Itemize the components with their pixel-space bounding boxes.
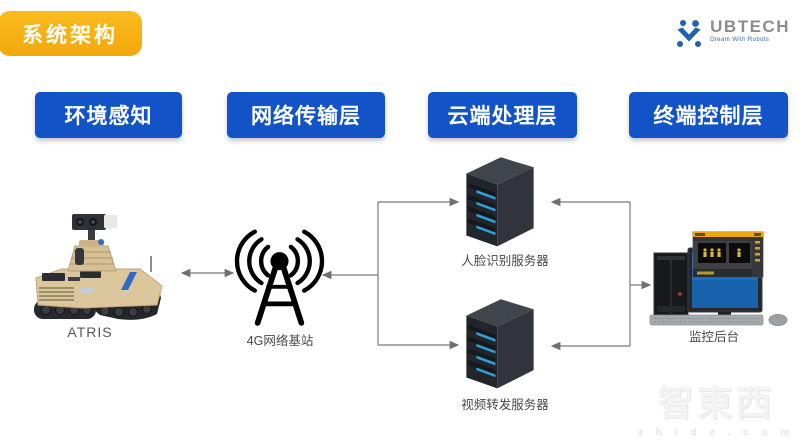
- layer-label: 终端控制层: [653, 105, 764, 128]
- slide-title: 系统架构: [22, 23, 118, 47]
- workstation-icon: [649, 231, 788, 326]
- watermark-name: 智東西: [657, 382, 775, 423]
- robot-label: ATRIS: [67, 324, 113, 340]
- layer-label: 云端处理层: [447, 105, 558, 128]
- watermark-domain: z h i d x . c o m: [637, 427, 794, 438]
- ubtech-tagline: Dream With Robots: [710, 37, 770, 43]
- face-server-label: 人脸识别服务器: [461, 254, 549, 268]
- layer-label: 网络传输层: [251, 105, 361, 128]
- slide-title-badge: 系统架构: [0, 11, 142, 56]
- layer-label: 环境感知: [64, 105, 153, 128]
- layer-box-terminal: 终端控制层: [629, 92, 788, 138]
- video-server-label: 视频转发服务器: [461, 398, 549, 412]
- base-station-label: 4G网络基站: [246, 334, 314, 348]
- monitor-backend-label: 监控后台: [688, 330, 739, 344]
- ubtech-logo: UBTECH Dream With Robots: [674, 18, 790, 50]
- face-server-icon: [466, 157, 534, 247]
- layer-box-network: 网络传输层: [227, 92, 385, 138]
- layer-box-cloud: 云端处理层: [428, 92, 577, 138]
- base-station-icon: [234, 229, 325, 326]
- zhidx-watermark: 智東西 z h i d x . c o m: [638, 374, 794, 438]
- ubtech-brand: UBTECH: [710, 17, 790, 36]
- video-server-icon: [466, 299, 534, 389]
- robot-atris-icon: [34, 214, 163, 320]
- layer-box-perception: 环境感知: [35, 92, 182, 138]
- ubtech-logo-text: UBTECH Dream With Robots: [710, 18, 790, 43]
- ubtech-logo-mark-icon: [677, 20, 702, 47]
